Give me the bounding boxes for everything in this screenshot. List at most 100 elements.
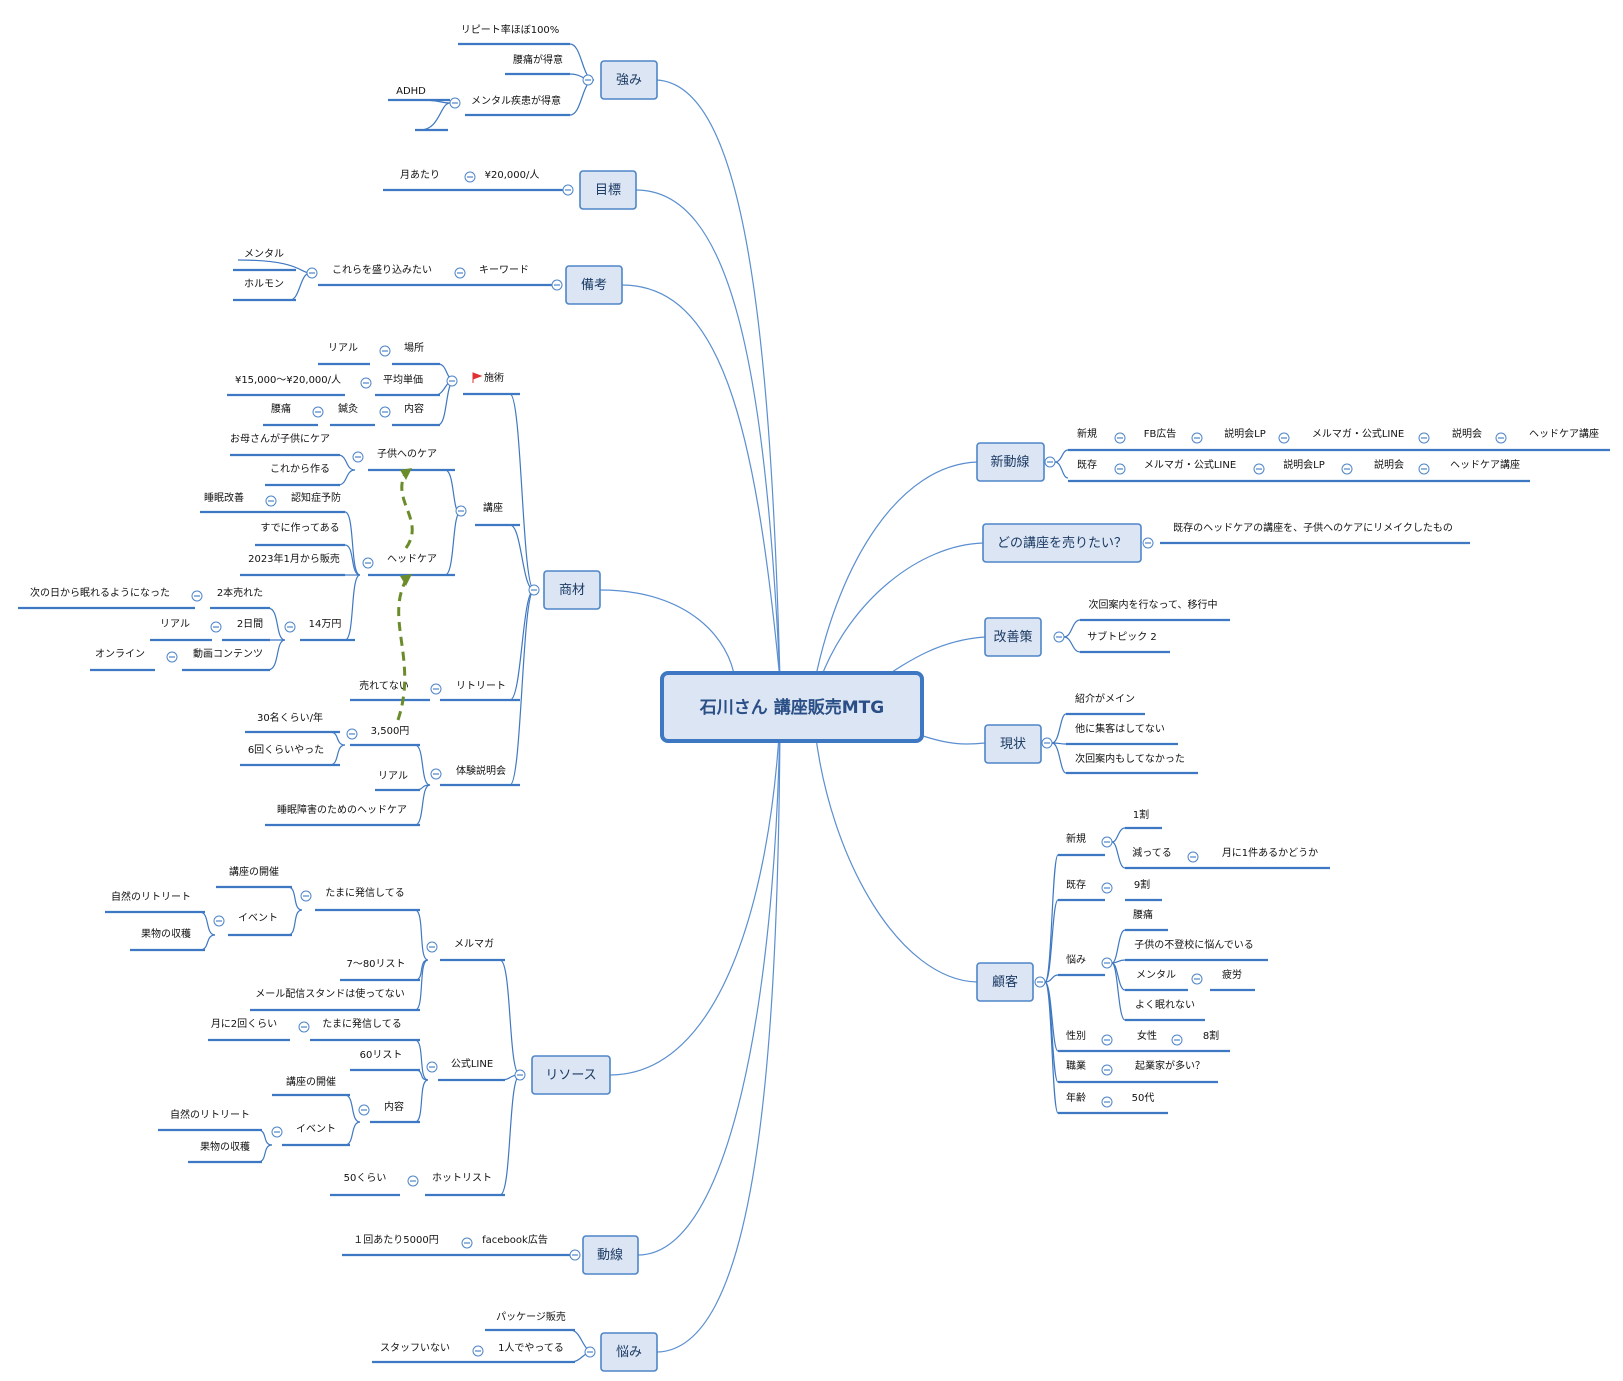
collapse-toggle[interactable] xyxy=(213,915,225,927)
collapse-toggle[interactable] xyxy=(1171,1034,1183,1046)
kokyaku-hetteru[interactable]: 減ってる xyxy=(1132,846,1172,859)
collapse-toggle[interactable] xyxy=(1101,957,1113,969)
kokyaku-josei[interactable]: 女性 xyxy=(1137,1029,1157,1042)
tsuyomi-mental[interactable]: メンタル疾患が得意 xyxy=(471,94,561,107)
kokyaku-nenrei[interactable]: 年齢 xyxy=(1066,1091,1086,1104)
shozai-real1[interactable]: リアル xyxy=(328,343,358,354)
collapse-toggle[interactable] xyxy=(1044,456,1056,468)
branch-dosen[interactable]: 動線 xyxy=(582,1235,639,1275)
shozai-suimin-head[interactable]: 睡眠障害のためのヘッドケア xyxy=(277,803,407,816)
shozai-mei30[interactable]: 30名くらい/年 xyxy=(257,711,323,724)
svg-text:目標[interactable]: 目標 xyxy=(595,183,621,198)
resource-kaisai1[interactable]: 講座の開催 xyxy=(229,865,279,878)
resource-tamani1[interactable]: たまに発信してる xyxy=(325,886,404,899)
branch-mokuhyo[interactable]: 目標 xyxy=(579,170,637,210)
svg-text:改善策[interactable]: 改善策 xyxy=(993,629,1032,645)
genjo-shokai[interactable]: 紹介がメイン xyxy=(1075,692,1135,705)
collapse-toggle[interactable] xyxy=(454,267,466,279)
collapse-toggle[interactable] xyxy=(166,651,178,663)
collapse-toggle[interactable] xyxy=(191,590,203,602)
collapse-toggle[interactable] xyxy=(1101,882,1113,894)
genjo-hoka[interactable]: 他に集客はしてない xyxy=(1075,722,1165,735)
collapse-toggle[interactable] xyxy=(461,1237,473,1249)
svg-text:商材[interactable]: 商材 xyxy=(559,583,585,598)
collapse-toggle[interactable] xyxy=(265,495,277,507)
branch-dono[interactable]: どの講座を売りたい？ xyxy=(982,523,1142,563)
kokyaku-wari9[interactable]: 9割 xyxy=(1134,878,1150,891)
collapse-toggle[interactable] xyxy=(430,683,442,695)
dosen-fb[interactable]: facebook広告 xyxy=(482,1233,548,1246)
shozai-price[interactable]: ¥15,000〜¥20,000/人 xyxy=(235,374,341,386)
collapse-toggle[interactable] xyxy=(1101,1096,1113,1108)
svg-text:どの講座を売りたい？[interactable]: どの講座を売りたい？ xyxy=(997,535,1127,551)
kokyaku-shinki[interactable]: 新規 xyxy=(1066,832,1086,845)
collapse-toggle[interactable] xyxy=(426,941,438,953)
collapse-toggle[interactable] xyxy=(464,171,476,183)
shozai-naiyo[interactable]: 内容 xyxy=(404,402,424,415)
collapse-toggle[interactable] xyxy=(210,621,222,633)
resource-shizen1[interactable]: 自然のリトリート xyxy=(111,890,191,903)
collapse-toggle[interactable] xyxy=(1101,1034,1113,1046)
resource-kaisai2[interactable]: 講座の開催 xyxy=(286,1075,336,1088)
shozai-kai6[interactable]: 6回くらいやった xyxy=(248,744,324,756)
branch-kaizen[interactable]: 改善策 xyxy=(984,617,1042,657)
center-topic[interactable]: 石川さん 講座販売MTG xyxy=(660,671,924,743)
kokyaku-dai50[interactable]: 50代 xyxy=(1132,1092,1155,1104)
biko-moricomi[interactable]: これらを盛り込みたい xyxy=(332,263,432,276)
shozai-headcare[interactable]: ヘッドケア xyxy=(387,553,437,565)
shozai-korekara[interactable]: これから作る xyxy=(270,463,330,475)
branch-shozai[interactable]: 商材 xyxy=(543,570,601,610)
collapse-toggle[interactable] xyxy=(352,451,364,463)
collapse-toggle[interactable] xyxy=(312,406,324,418)
collapse-toggle[interactable] xyxy=(1101,836,1113,848)
shindosen-lp2[interactable]: 説明会LP xyxy=(1283,458,1325,471)
kaizen-sub2[interactable]: サブトピック 2 xyxy=(1087,630,1157,643)
collapse-toggle[interactable] xyxy=(1495,432,1507,444)
collapse-toggle[interactable] xyxy=(551,279,563,291)
shozai-online[interactable]: オンライン xyxy=(95,648,145,660)
resource-merumaga[interactable]: メルマガ xyxy=(454,938,494,950)
shozai-sejutsu[interactable]: 施術 xyxy=(484,371,504,384)
collapse-toggle[interactable] xyxy=(514,1069,526,1081)
collapse-toggle[interactable] xyxy=(379,406,391,418)
collapse-toggle[interactable] xyxy=(1041,737,1053,749)
kokyaku-futoko[interactable]: 子供の不登校に悩んでいる xyxy=(1134,938,1254,951)
shindosen-shinki[interactable]: 新規 xyxy=(1077,427,1097,440)
svg-text:石川さん 講座販売MTG[interactable]: 石川さん 講座販売MTG xyxy=(699,697,884,718)
collapse-toggle[interactable] xyxy=(284,621,296,633)
collapse-toggle[interactable] xyxy=(1114,463,1126,475)
collapse-toggle[interactable] xyxy=(360,377,372,389)
shozai-yotsu[interactable]: 腰痛 xyxy=(271,402,291,415)
collapse-toggle[interactable] xyxy=(430,768,442,780)
shozai-okasan[interactable]: お母さんが子供にケア xyxy=(230,432,330,445)
collapse-toggle[interactable] xyxy=(1418,432,1430,444)
shindosen-mm2[interactable]: メルマガ・公式LINE xyxy=(1144,458,1236,471)
svg-text:悩み[interactable]: 悩み xyxy=(616,1345,642,1360)
branch-resource[interactable]: リソース xyxy=(531,1055,611,1095)
biko-keyword[interactable]: キーワード xyxy=(479,265,529,276)
shozai-yen14[interactable]: 14万円 xyxy=(309,619,342,630)
shindosen-mm1[interactable]: メルマガ・公式LINE xyxy=(1312,427,1404,440)
resource-list60[interactable]: 60リスト xyxy=(360,1050,403,1061)
shozai-retreat[interactable]: リトリート xyxy=(456,681,506,692)
collapse-toggle[interactable] xyxy=(1053,631,1065,643)
shindosen-head2[interactable]: ヘッドケア講座 xyxy=(1450,458,1520,471)
shindosen-setsu1[interactable]: 説明会 xyxy=(1452,427,1482,440)
dosen-per[interactable]: １回あたり5000円 xyxy=(353,1234,438,1246)
svg-text:備考[interactable]: 備考 xyxy=(581,277,607,293)
svg-text:強み[interactable]: 強み xyxy=(616,73,642,88)
resource-shizen2[interactable]: 自然のリトリート xyxy=(170,1108,250,1121)
collapse-toggle[interactable] xyxy=(446,375,458,387)
shozai-hon2[interactable]: 2本売れた xyxy=(217,586,263,599)
svg-text:現状[interactable]: 現状 xyxy=(1000,737,1026,752)
branch-genjo[interactable]: 現状 xyxy=(984,724,1042,764)
nayami-package[interactable]: パッケージ販売 xyxy=(496,1310,566,1323)
shozai-koza[interactable]: 講座 xyxy=(483,501,503,514)
nayami-staff[interactable]: スタッフいない xyxy=(380,1342,450,1354)
kokyaku-nayami[interactable]: 悩み xyxy=(1066,953,1086,966)
collapse-toggle[interactable] xyxy=(1142,537,1154,549)
collapse-toggle[interactable] xyxy=(1278,432,1290,444)
branch-tsuyomi[interactable]: 強み xyxy=(600,60,658,100)
collapse-toggle[interactable] xyxy=(1253,463,1265,475)
svg-text:顧客[interactable]: 顧客 xyxy=(992,974,1018,990)
